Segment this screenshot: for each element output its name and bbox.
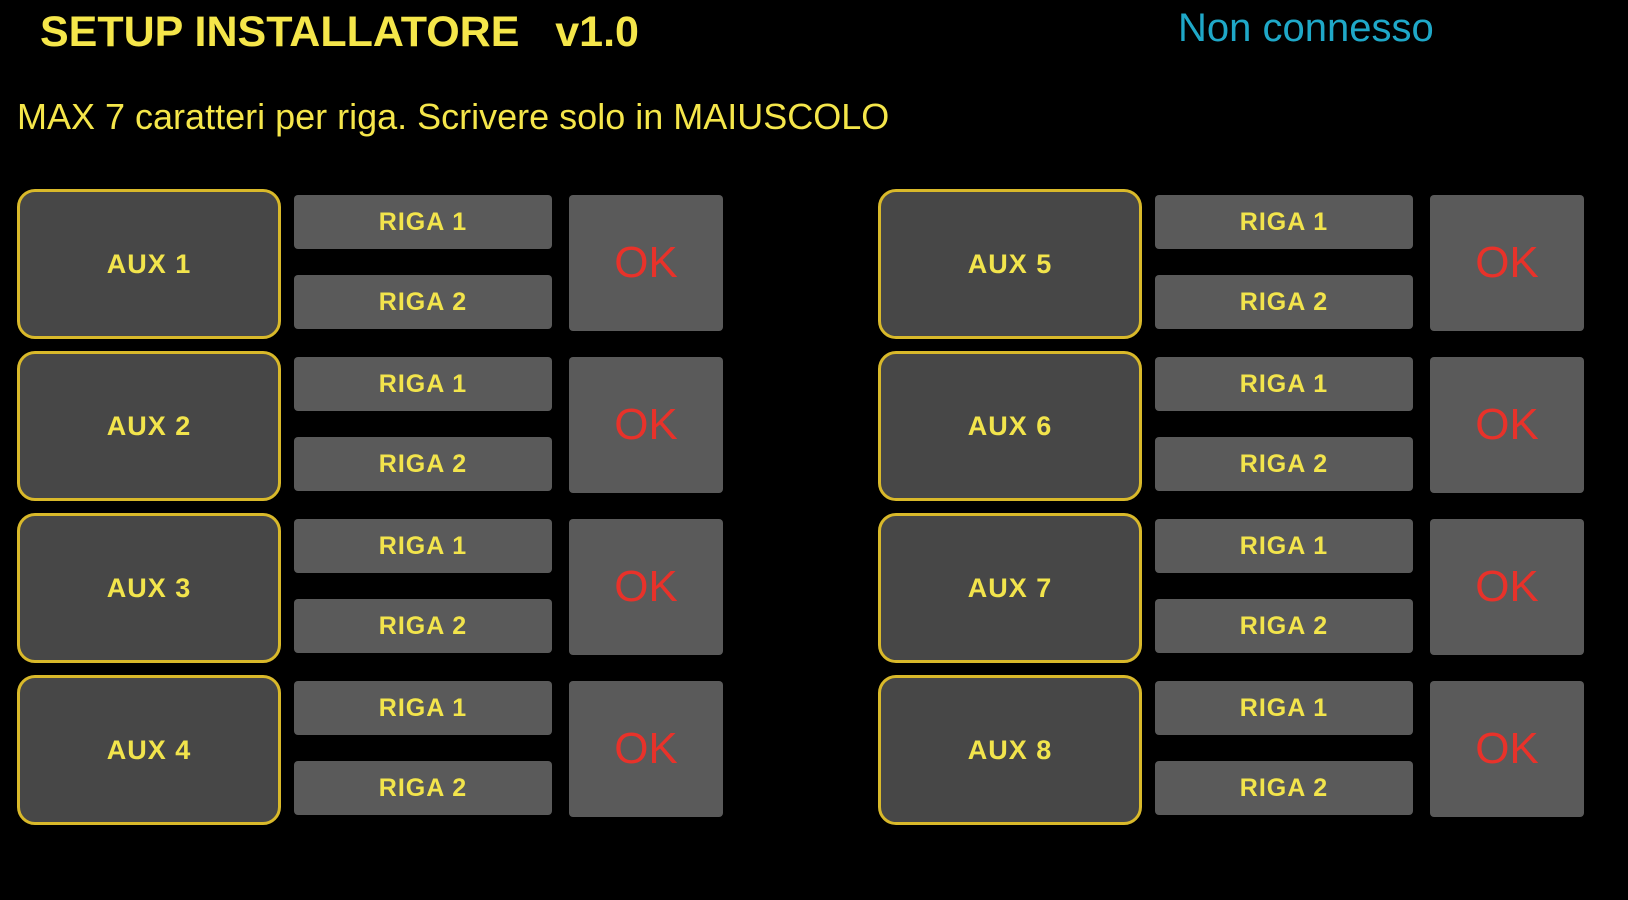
aux-button[interactable]: AUX 7 [878,513,1142,663]
riga-2-input[interactable]: RIGA 2 [294,599,552,653]
ok-button[interactable]: OK [569,195,723,331]
aux-button[interactable]: AUX 3 [17,513,281,663]
riga-1-input[interactable]: RIGA 1 [294,519,552,573]
riga-1-input[interactable]: RIGA 1 [1155,357,1413,411]
instructions-text: MAX 7 caratteri per riga. Scrivere solo … [17,96,890,137]
ok-button[interactable]: OK [569,681,723,817]
riga-2-input[interactable]: RIGA 2 [1155,599,1413,653]
riga-2-input[interactable]: RIGA 2 [1155,761,1413,815]
riga-1-input[interactable]: RIGA 1 [294,357,552,411]
riga-2-input[interactable]: RIGA 2 [1155,437,1413,491]
aux-button[interactable]: AUX 5 [878,189,1142,339]
riga-1-input[interactable]: RIGA 1 [294,195,552,249]
ok-button[interactable]: OK [1430,681,1584,817]
riga-2-input[interactable]: RIGA 2 [1155,275,1413,329]
riga-1-input[interactable]: RIGA 1 [1155,681,1413,735]
riga-2-input[interactable]: RIGA 2 [294,761,552,815]
aux-button[interactable]: AUX 4 [17,675,281,825]
aux-button[interactable]: AUX 6 [878,351,1142,501]
aux-button[interactable]: AUX 2 [17,351,281,501]
riga-1-input[interactable]: RIGA 1 [294,681,552,735]
riga-2-input[interactable]: RIGA 2 [294,275,552,329]
page-title: SETUP INSTALLATORE v1.0 [40,8,639,56]
ok-button[interactable]: OK [1430,195,1584,331]
riga-2-input[interactable]: RIGA 2 [294,437,552,491]
ok-button[interactable]: OK [1430,519,1584,655]
ok-button[interactable]: OK [569,357,723,493]
connection-status: Non connesso [1178,6,1434,50]
aux-button[interactable]: AUX 8 [878,675,1142,825]
ok-button[interactable]: OK [1430,357,1584,493]
aux-button[interactable]: AUX 1 [17,189,281,339]
riga-1-input[interactable]: RIGA 1 [1155,195,1413,249]
ok-button[interactable]: OK [569,519,723,655]
riga-1-input[interactable]: RIGA 1 [1155,519,1413,573]
